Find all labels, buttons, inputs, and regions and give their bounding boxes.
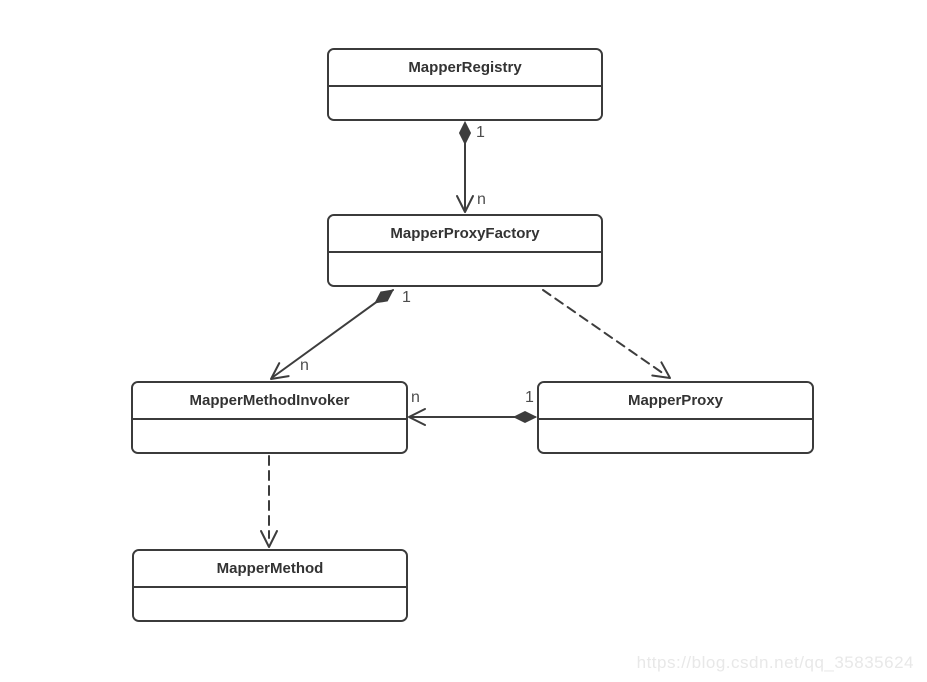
composition-diamond-icon: [374, 289, 394, 304]
class-name: MapperMethod: [134, 551, 406, 588]
composition-diamond-icon: [458, 120, 472, 146]
class-members-compartment: [539, 420, 812, 452]
class-members-compartment: [329, 253, 601, 285]
class-mapper-proxy: MapperProxy: [537, 381, 814, 454]
multiplicity-label-proxy-side: 1: [525, 389, 534, 406]
open-arrowhead-icon: [270, 362, 290, 380]
class-members-compartment: [134, 588, 406, 620]
multiplicity-label-factory-side: n: [477, 191, 486, 208]
composition-diamond-icon: [512, 410, 538, 424]
class-members-compartment: [133, 420, 406, 452]
connector-registry-factory: [456, 120, 474, 213]
open-arrowhead-icon: [456, 195, 474, 213]
multiplicity-label-invoker-side: n: [411, 389, 420, 406]
class-mapper-method-invoker: MapperMethodInvoker: [131, 381, 408, 454]
multiplicity-label-registry-side: 1: [476, 124, 485, 141]
class-name: MapperProxy: [539, 383, 812, 420]
connector-proxy-invoker: [408, 408, 538, 426]
open-arrowhead-icon: [651, 361, 671, 379]
class-members-compartment: [329, 87, 601, 119]
multiplicity-label-factory-side: 1: [402, 289, 411, 306]
connector-factory-invoker: [270, 289, 394, 380]
class-mapper-method: MapperMethod: [132, 549, 408, 622]
connector-invoker-method: [260, 455, 278, 548]
class-mapper-registry: MapperRegistry: [327, 48, 603, 121]
watermark: https://blog.csdn.net/qq_35835624: [636, 653, 914, 672]
open-arrowhead-icon: [260, 530, 278, 548]
class-name: MapperProxyFactory: [329, 216, 601, 253]
class-mapper-proxy-factory: MapperProxyFactory: [327, 214, 603, 287]
connector-factory-proxy: [542, 289, 671, 379]
multiplicity-label-invoker-side: n: [300, 357, 309, 374]
class-name: MapperRegistry: [329, 50, 601, 87]
open-arrowhead-icon: [408, 408, 426, 426]
class-name: MapperMethodInvoker: [133, 383, 406, 420]
